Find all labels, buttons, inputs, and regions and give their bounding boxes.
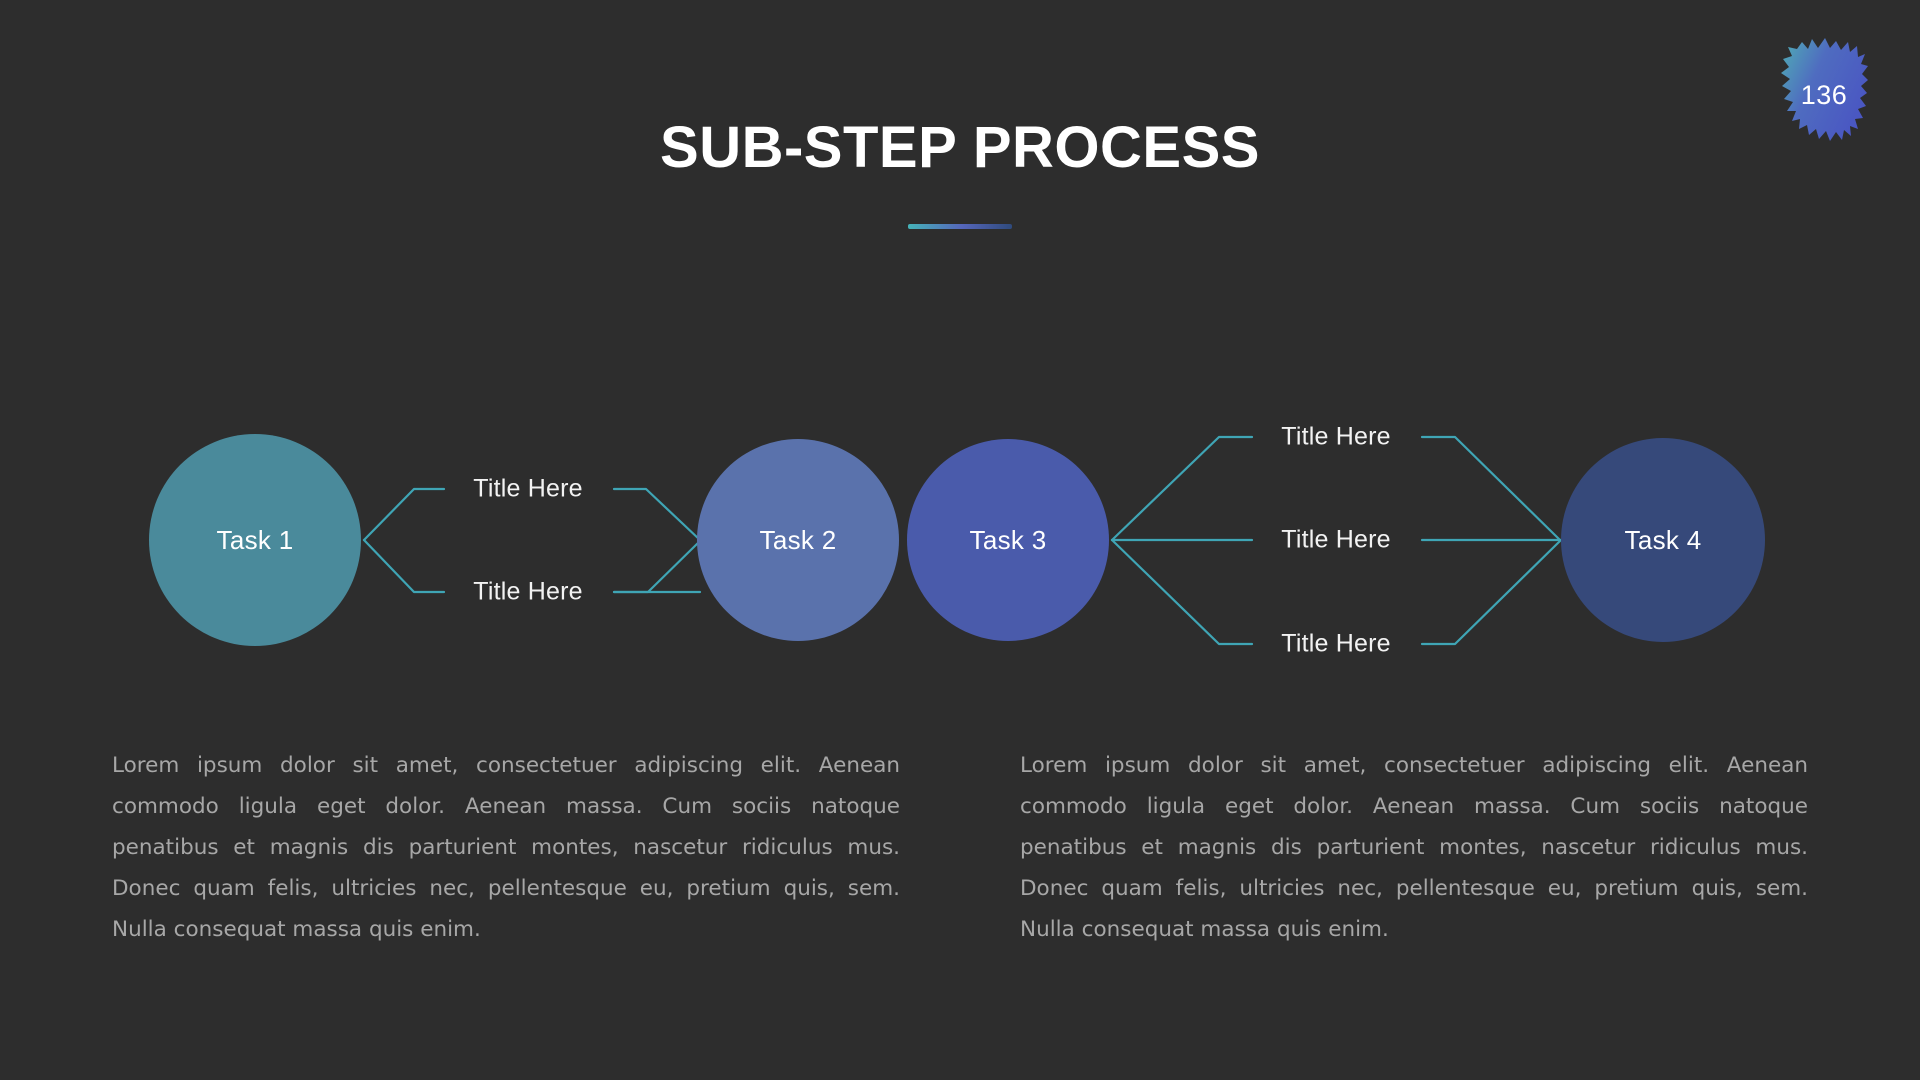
page-number-badge: 136 [1778,36,1870,144]
process-node-label: Task 3 [969,524,1047,555]
connector-lines [362,435,1564,646]
connector-label-right-bottom: Title Here [1281,629,1391,658]
process-node-label: Task 1 [216,524,294,555]
connector-label-left-top: Title Here [473,474,583,503]
brush-stroke-icon [1781,38,1868,141]
connector-label-left-bottom: Title Here [473,577,583,606]
process-node-task-1[interactable]: Task 1 [149,434,361,646]
process-node-task-3[interactable]: Task 3 [907,439,1109,641]
page-number-text: 136 [1800,79,1848,110]
process-node-label: Task 2 [759,524,837,555]
page-title: SUB-STEP PROCESS [660,115,1260,180]
process-diagram: Task 1 Task 2 Task 3 Task 4 Title Here T… [0,380,1920,710]
connector-label-right-top: Title Here [1281,422,1391,451]
body-paragraph-right: Lorem ipsum dolor sit amet, consectetuer… [1020,753,1808,942]
title-accent-divider [908,224,1012,229]
process-node-label: Task 4 [1624,524,1702,555]
body-text-row: Lorem ipsum dolor sit amet, consectetuer… [0,745,1920,950]
connector-label-right-middle: Title Here [1281,525,1391,554]
process-node-task-4[interactable]: Task 4 [1561,438,1765,642]
process-node-task-2[interactable]: Task 2 [697,439,899,641]
body-paragraph-left: Lorem ipsum dolor sit amet, consectetuer… [112,753,900,942]
